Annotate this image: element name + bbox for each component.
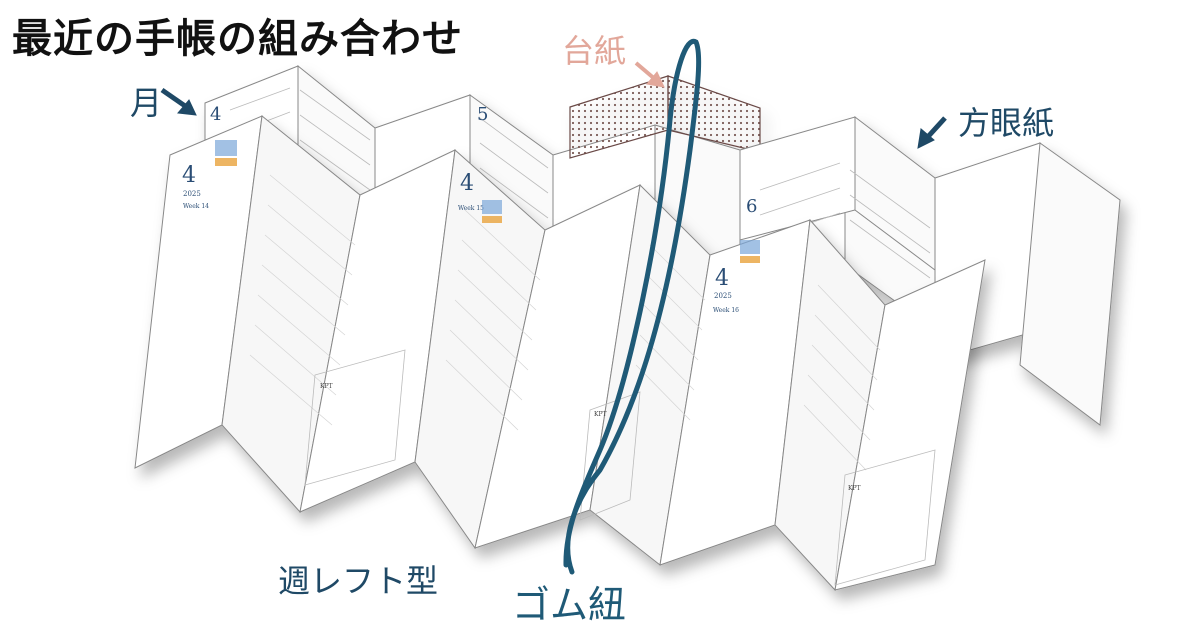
year-a: 2025	[183, 190, 201, 198]
label-grid-paper: 方眼紙	[958, 104, 1055, 142]
monthly-number-5: 5	[477, 104, 488, 125]
page-numbers: 4 5 6 4 4 4 2025 2025 Week 14 Week 15 We…	[182, 104, 861, 492]
grid-paper-sheet	[1019, 142, 1121, 426]
monthly-number-4: 4	[210, 104, 221, 125]
label-weekly-left: 週レフト型	[278, 562, 439, 600]
weekly-number-a: 4	[182, 163, 196, 188]
year-b: 2025	[714, 292, 732, 300]
monthly-number-6: 6	[746, 196, 757, 217]
arrow-monthly-icon	[177, 99, 197, 116]
monthly-grid-lines	[229, 87, 931, 279]
week-label-a: Week 14	[183, 203, 209, 210]
mini-calendars	[215, 140, 760, 263]
label-monthly: 月	[130, 84, 163, 122]
kpt-label-c: KPT	[848, 485, 861, 492]
weekly-number-b: 4	[460, 171, 474, 196]
weekly-accordion	[134, 115, 986, 592]
week-label-c: Week 16	[713, 307, 739, 314]
arrow-grid-icon	[917, 128, 935, 149]
elastic-band	[563, 38, 702, 575]
page-title: 最近の手帳の組み合わせ	[12, 16, 463, 62]
label-backing-board: 台紙	[562, 32, 627, 70]
arrow-backing-icon	[646, 71, 665, 88]
kpt-label-b: KPT	[594, 411, 607, 418]
label-elastic-band: ゴム紐	[512, 583, 627, 627]
weekly-number-c: 4	[715, 266, 729, 291]
kpt-label-a: KPT	[320, 383, 333, 390]
annotation-arrows	[160, 87, 947, 149]
week-label-b: Week 15	[458, 205, 484, 212]
weekly-rule-lines	[249, 174, 881, 471]
